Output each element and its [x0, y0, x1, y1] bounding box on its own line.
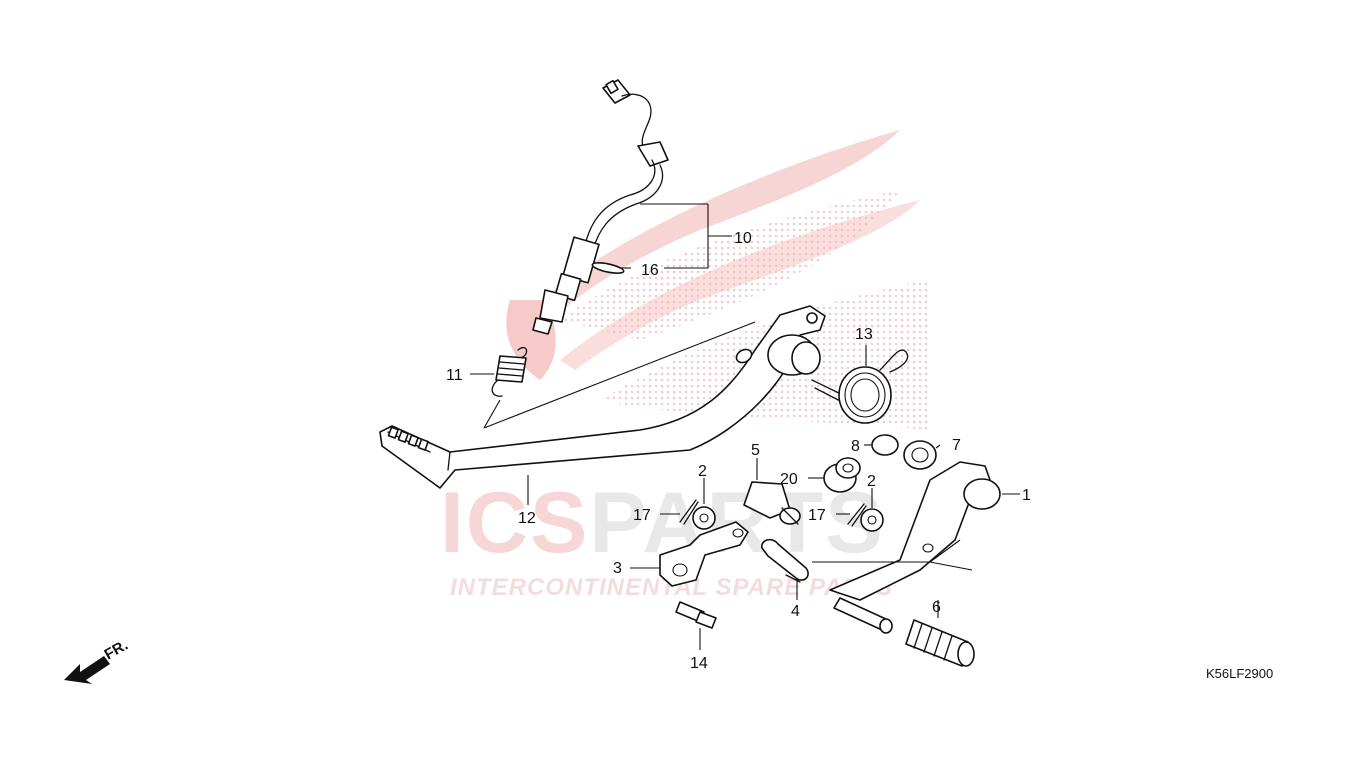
part-10-stop-switch: [532, 79, 669, 335]
callout-17a: 17: [633, 507, 651, 524]
callout-10: 10: [734, 230, 752, 247]
callout-16: 16: [641, 262, 659, 279]
part-14-bolt: [675, 601, 717, 629]
part-13-torsion-spring: [811, 349, 909, 424]
callout-14: 14: [690, 655, 708, 672]
part-17a-cotter-pin: [679, 499, 699, 525]
part-17b-cotter-pin: [847, 503, 867, 527]
part-16-o-ring: [591, 262, 625, 274]
diagram-code: K56LF2900: [1206, 666, 1273, 681]
callout-7: 7: [952, 437, 961, 454]
callout-2b: 2: [867, 473, 876, 490]
part-11-return-spring: [491, 346, 528, 397]
part-2b-washer: [860, 508, 884, 532]
part-7-washer: [903, 440, 937, 470]
callout-20: 20: [780, 471, 798, 488]
part-8-circlip: [871, 434, 899, 456]
part-12-brake-pedal: [379, 305, 826, 489]
front-indicator: FR.: [64, 637, 131, 684]
callout-8: 8: [851, 438, 860, 455]
callout-12: 12: [518, 510, 536, 527]
part-20-bushing: [823, 457, 861, 493]
callout-17b: 17: [808, 507, 826, 524]
callout-1: 1: [1022, 487, 1031, 504]
part-2a-washer: [692, 506, 716, 530]
front-arrow-icon: [64, 656, 110, 684]
callout-13: 13: [855, 326, 873, 343]
leader-lines: [470, 203, 1020, 650]
callout-4: 4: [791, 603, 800, 620]
part-3-bracket: [659, 521, 749, 587]
part-1-step-arm: [829, 461, 1001, 634]
part-6-step-rubber: [905, 619, 975, 667]
callout-2a: 2: [698, 463, 707, 480]
part-4-pivot-pin: [761, 538, 809, 583]
callout-11: 11: [446, 367, 463, 384]
part-5-joint: [743, 481, 801, 525]
callout-3: 3: [613, 560, 622, 577]
callout-5: 5: [751, 442, 760, 459]
callout-6: 6: [932, 599, 941, 616]
